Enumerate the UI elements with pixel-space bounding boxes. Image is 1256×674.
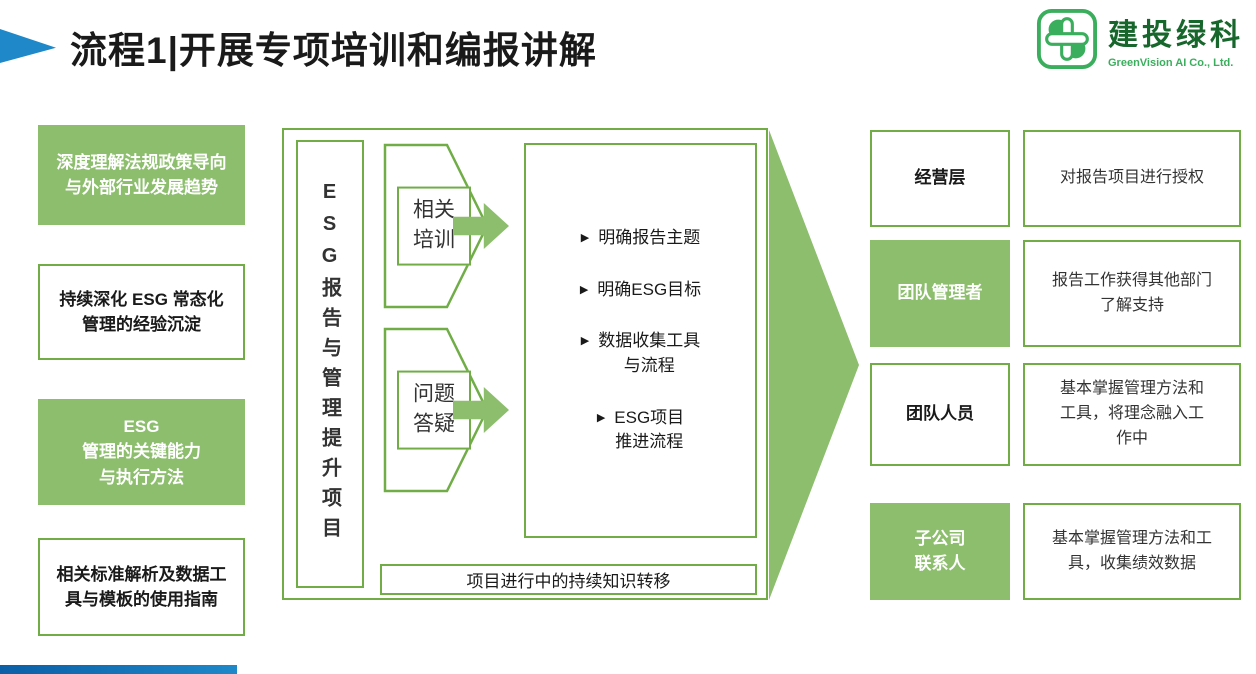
bullet-marker-icon: ▶ — [580, 232, 590, 245]
bullet-text: 数据收集工具 与流程 — [598, 331, 701, 375]
vertical-label-text: ESG报告与管理提升项目 — [318, 181, 341, 547]
flow-arrow-icon — [769, 130, 859, 600]
left-box-3: ESG 管理的关键能力 与执行方法 — [38, 399, 245, 505]
knowledge-transfer-box: 项目进行中的持续知识转移 — [380, 564, 757, 595]
role-box-1: 经营层 — [870, 130, 1010, 227]
role-box-3: 团队人员 — [870, 363, 1010, 466]
logo-clover-icon — [1036, 8, 1098, 70]
bullet-item: ▶ 明确ESG目标 — [536, 278, 745, 303]
company-logo: 建投绿科 GreenVision AI Co., Ltd. — [1036, 8, 1244, 70]
bullet-marker-icon: ▶ — [580, 335, 590, 348]
role-desc-3: 基本掌握管理方法和 工具，将理念融入工 作中 — [1023, 363, 1241, 466]
logo-subtitle: GreenVision AI Co., Ltd. — [1108, 56, 1234, 69]
bullet-text: 明确ESG目标 — [597, 279, 702, 299]
role-box-4: 子公司 联系人 — [870, 503, 1010, 600]
bottom-accent-bar — [0, 665, 237, 674]
left-box-2: 持续深化 ESG 常态化 管理的经验沉淀 — [38, 264, 245, 360]
bullet-text: 明确报告主题 — [598, 228, 701, 248]
logo-name: 建投绿科 — [1108, 18, 1244, 52]
page-title: 流程1|开展专项培训和编报讲解 — [70, 30, 597, 71]
bullet-text: ESG项目 推进流程 — [614, 407, 685, 452]
role-desc-1: 对报告项目进行授权 — [1023, 130, 1241, 227]
bullet-item: ▶ 明确报告主题 — [536, 226, 745, 251]
left-box-1: 深度理解法规政策导向 与外部行业发展趋势 — [38, 125, 245, 225]
logo-text: 建投绿科 GreenVision AI Co., Ltd. — [1108, 10, 1244, 69]
bullet-marker-icon: ▶ — [579, 283, 589, 296]
role-desc-4: 基本掌握管理方法和工 具，收集绩效数据 — [1023, 503, 1241, 600]
stage-qa: 问题 答疑 — [383, 327, 509, 493]
esg-program-vertical-label: ESG报告与管理提升项目 — [296, 140, 364, 588]
role-desc-2: 报告工作获得其他部门 了解支持 — [1023, 240, 1241, 347]
bullet-marker-icon: ▶ — [596, 411, 606, 424]
stage-training: 相关 培训 — [383, 143, 509, 309]
bullet-item: ▶ ESG项目 推进流程 — [536, 406, 745, 455]
bullet-item: ▶ 数据收集工具 与流程 — [536, 329, 745, 378]
role-box-2: 团队管理者 — [870, 240, 1010, 347]
outcomes-box: ▶ 明确报告主题 ▶ 明确ESG目标 ▶ 数据收集工具 与流程 ▶ ESG项目 … — [524, 143, 757, 538]
title-chevron-icon — [0, 29, 56, 63]
left-box-4: 相关标准解析及数据工 具与模板的使用指南 — [38, 538, 245, 636]
